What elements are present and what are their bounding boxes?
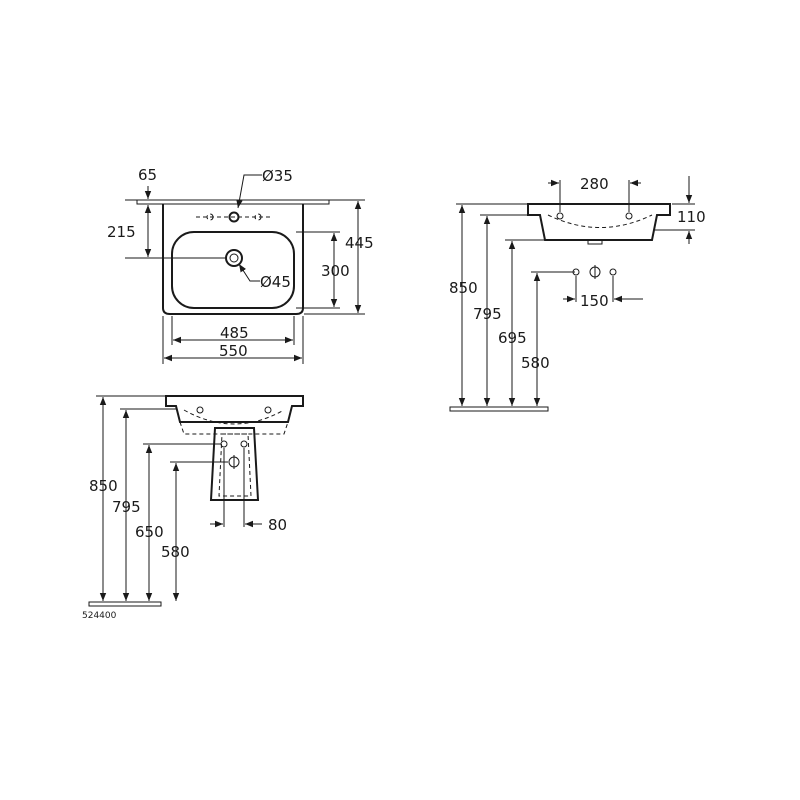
dim-label-150: 150 (580, 292, 609, 310)
dim-label-65: 65 (138, 166, 157, 184)
dim-label-580-front: 580 (161, 543, 190, 561)
dim-label-850-front: 850 (89, 477, 118, 495)
dim-label-215: 215 (107, 223, 136, 241)
water-inlet-right (609, 268, 617, 276)
side-view-basin (527, 203, 671, 241)
dim-label-300: 300 (321, 262, 350, 280)
front-view: 850 795 650 580 80 (88, 395, 304, 607)
drain-hole-inner (229, 253, 239, 263)
side-view-floor (449, 406, 549, 412)
pedestal (209, 427, 260, 501)
top-view-rim (136, 199, 330, 205)
dim-label-550: 550 (219, 342, 248, 360)
water-inlet-left (572, 268, 580, 276)
dim-label-850: 850 (449, 279, 478, 297)
dim-label-485: 485 (220, 324, 249, 342)
dim-label-80-front: 80 (268, 516, 287, 534)
dim-label-dia35: Ø35 (262, 167, 293, 185)
top-view-bowl (171, 231, 295, 309)
dim-label-795: 795 (473, 305, 502, 323)
side-view-drain (587, 239, 603, 245)
top-view: 65 Ø35 215 445 300 Ø45 485 550 (107, 166, 374, 364)
dim-label-dia45: Ø45 (260, 273, 291, 291)
dim-label-445: 445 (345, 234, 374, 252)
dim-label-695: 695 (498, 329, 527, 347)
drain-hole (225, 249, 243, 267)
dim-label-795-front: 795 (112, 498, 141, 516)
dim-label-650-front: 650 (135, 523, 164, 541)
article-number: 524400 (82, 611, 117, 621)
dim-label-110: 110 (677, 208, 706, 226)
front-view-floor (88, 601, 162, 607)
dim-label-280: 280 (580, 175, 609, 193)
top-view-basin-outline (162, 204, 304, 315)
side-view: 280 110 850 795 695 580 (449, 175, 706, 412)
front-view-basin (165, 395, 304, 423)
dim-label-580: 580 (521, 354, 550, 372)
